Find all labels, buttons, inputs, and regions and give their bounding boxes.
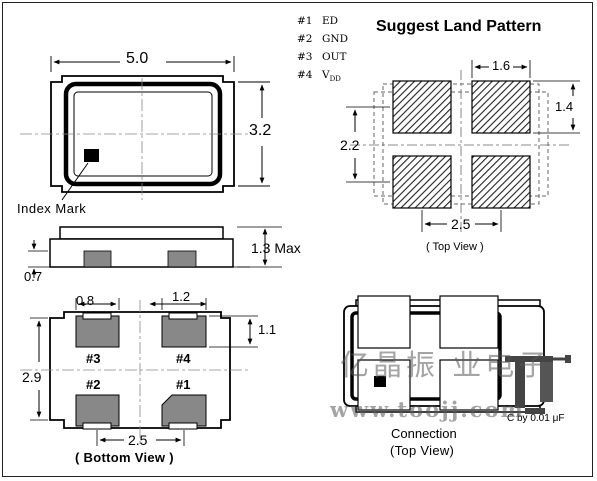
pin-3-number: #3 — [297, 51, 313, 63]
pin-1-number: #1 — [297, 15, 313, 27]
pin-1-name: ED — [322, 15, 339, 27]
land-height-label: 2.2 — [340, 137, 360, 153]
watermark-url: www.toojj.com — [330, 397, 525, 422]
land-pattern-title: Suggest Land Pattern — [376, 18, 542, 35]
top-width-label: 5.0 — [126, 50, 149, 67]
pad-3-label: #3 — [86, 351, 101, 366]
bottom-view — [20, 298, 258, 446]
pad-2-label: #2 — [86, 377, 101, 392]
connection-caption: (Top View) — [390, 443, 455, 458]
bottom-pad-height-label: 1.1 — [258, 322, 277, 337]
bottom-view-caption: ( Bottom View ) — [75, 450, 174, 465]
watermark-cn: 亿晶振 业电子 — [340, 348, 552, 382]
index-mark — [84, 149, 99, 162]
top-package-view — [20, 56, 270, 201]
top-height-label: 3.2 — [249, 122, 272, 139]
land-pattern-view — [346, 60, 580, 232]
pin-2-name: GND — [322, 33, 348, 45]
pin-2-number: #2 — [297, 33, 313, 45]
side-height-label: 1.3 Max — [251, 240, 301, 256]
bottom-pad-width-label: 0.8 — [76, 293, 95, 308]
land-pad-height-label: 1.4 — [555, 99, 574, 114]
pin-3-name: OUT — [322, 51, 347, 63]
land-pad-width-label: 1.6 — [492, 58, 511, 73]
pad-4-label: #4 — [176, 351, 191, 366]
drawing-border — [2, 2, 593, 477]
side-view — [28, 226, 282, 278]
bottom-pitch-label: 2.5 — [128, 432, 148, 448]
connection-view — [343, 295, 571, 414]
pin-4-name: VDD — [322, 69, 341, 84]
pad-1-label: #1 — [176, 377, 191, 392]
bottom-total-height-label: 2.9 — [22, 369, 42, 385]
connection-title: Connection — [391, 426, 457, 441]
land-pattern-caption: ( Top View ) — [426, 241, 484, 253]
land-pitch-label: 2.5 — [451, 216, 471, 232]
side-lead-label: 0.7 — [24, 269, 43, 284]
pin-4-number: #4 — [297, 69, 313, 81]
bottom-pad-gap-label: 1.2 — [172, 289, 191, 304]
capacitor-label: C by 0.01 μF — [507, 413, 565, 424]
index-mark-label: Index Mark — [17, 201, 87, 216]
